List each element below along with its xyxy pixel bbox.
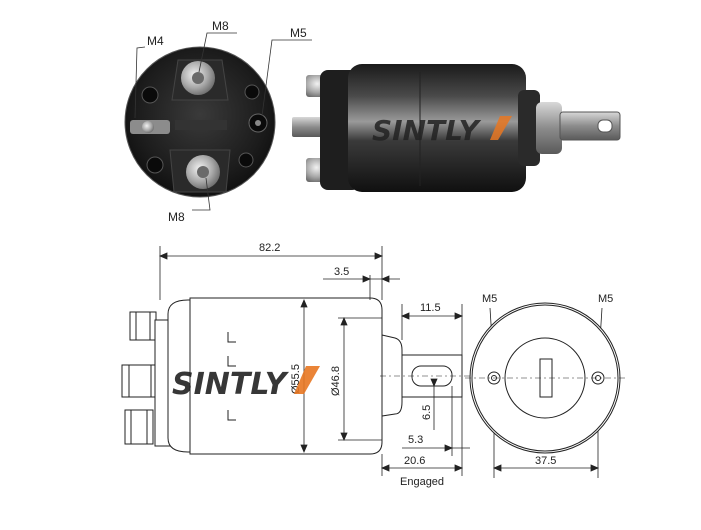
dim-engaged-label: Engaged bbox=[400, 476, 444, 488]
dim-plunger-tip: 5.3 bbox=[408, 434, 423, 446]
side-view-photo bbox=[292, 64, 621, 192]
dim-plunger-width: 11.5 bbox=[420, 302, 441, 314]
dimension-lines bbox=[158, 246, 603, 478]
label-m8-top: M8 bbox=[212, 19, 229, 33]
end-view-drawing bbox=[465, 302, 625, 454]
watermark-text-top: SINTLY bbox=[372, 114, 482, 147]
dim-inner-diameter: Ø46.8 bbox=[330, 366, 342, 396]
label-m8-bottom: M8 bbox=[168, 210, 185, 224]
photo-leaders bbox=[134, 32, 312, 211]
dim-left-hole: M5 bbox=[482, 293, 497, 305]
watermark-text-bottom: SINTLY bbox=[172, 367, 290, 402]
side-drawing bbox=[121, 297, 470, 455]
dim-flange-offset: 3.5 bbox=[334, 266, 349, 278]
dim-engaged-length: 20.6 bbox=[404, 455, 425, 467]
brand-watermark-top: SINTLY bbox=[372, 114, 512, 147]
dim-plunger-slot: 6.5 bbox=[421, 405, 433, 420]
brand-watermark-bottom: SINTLY bbox=[172, 366, 320, 402]
dim-bolt-spacing: 37.5 bbox=[535, 455, 556, 467]
label-m5: M5 bbox=[290, 26, 307, 40]
end-cap-photo bbox=[124, 46, 276, 198]
dim-overall-length: 82.2 bbox=[259, 242, 280, 254]
dim-right-hole: M5 bbox=[598, 293, 613, 305]
label-m4: M4 bbox=[147, 34, 164, 48]
